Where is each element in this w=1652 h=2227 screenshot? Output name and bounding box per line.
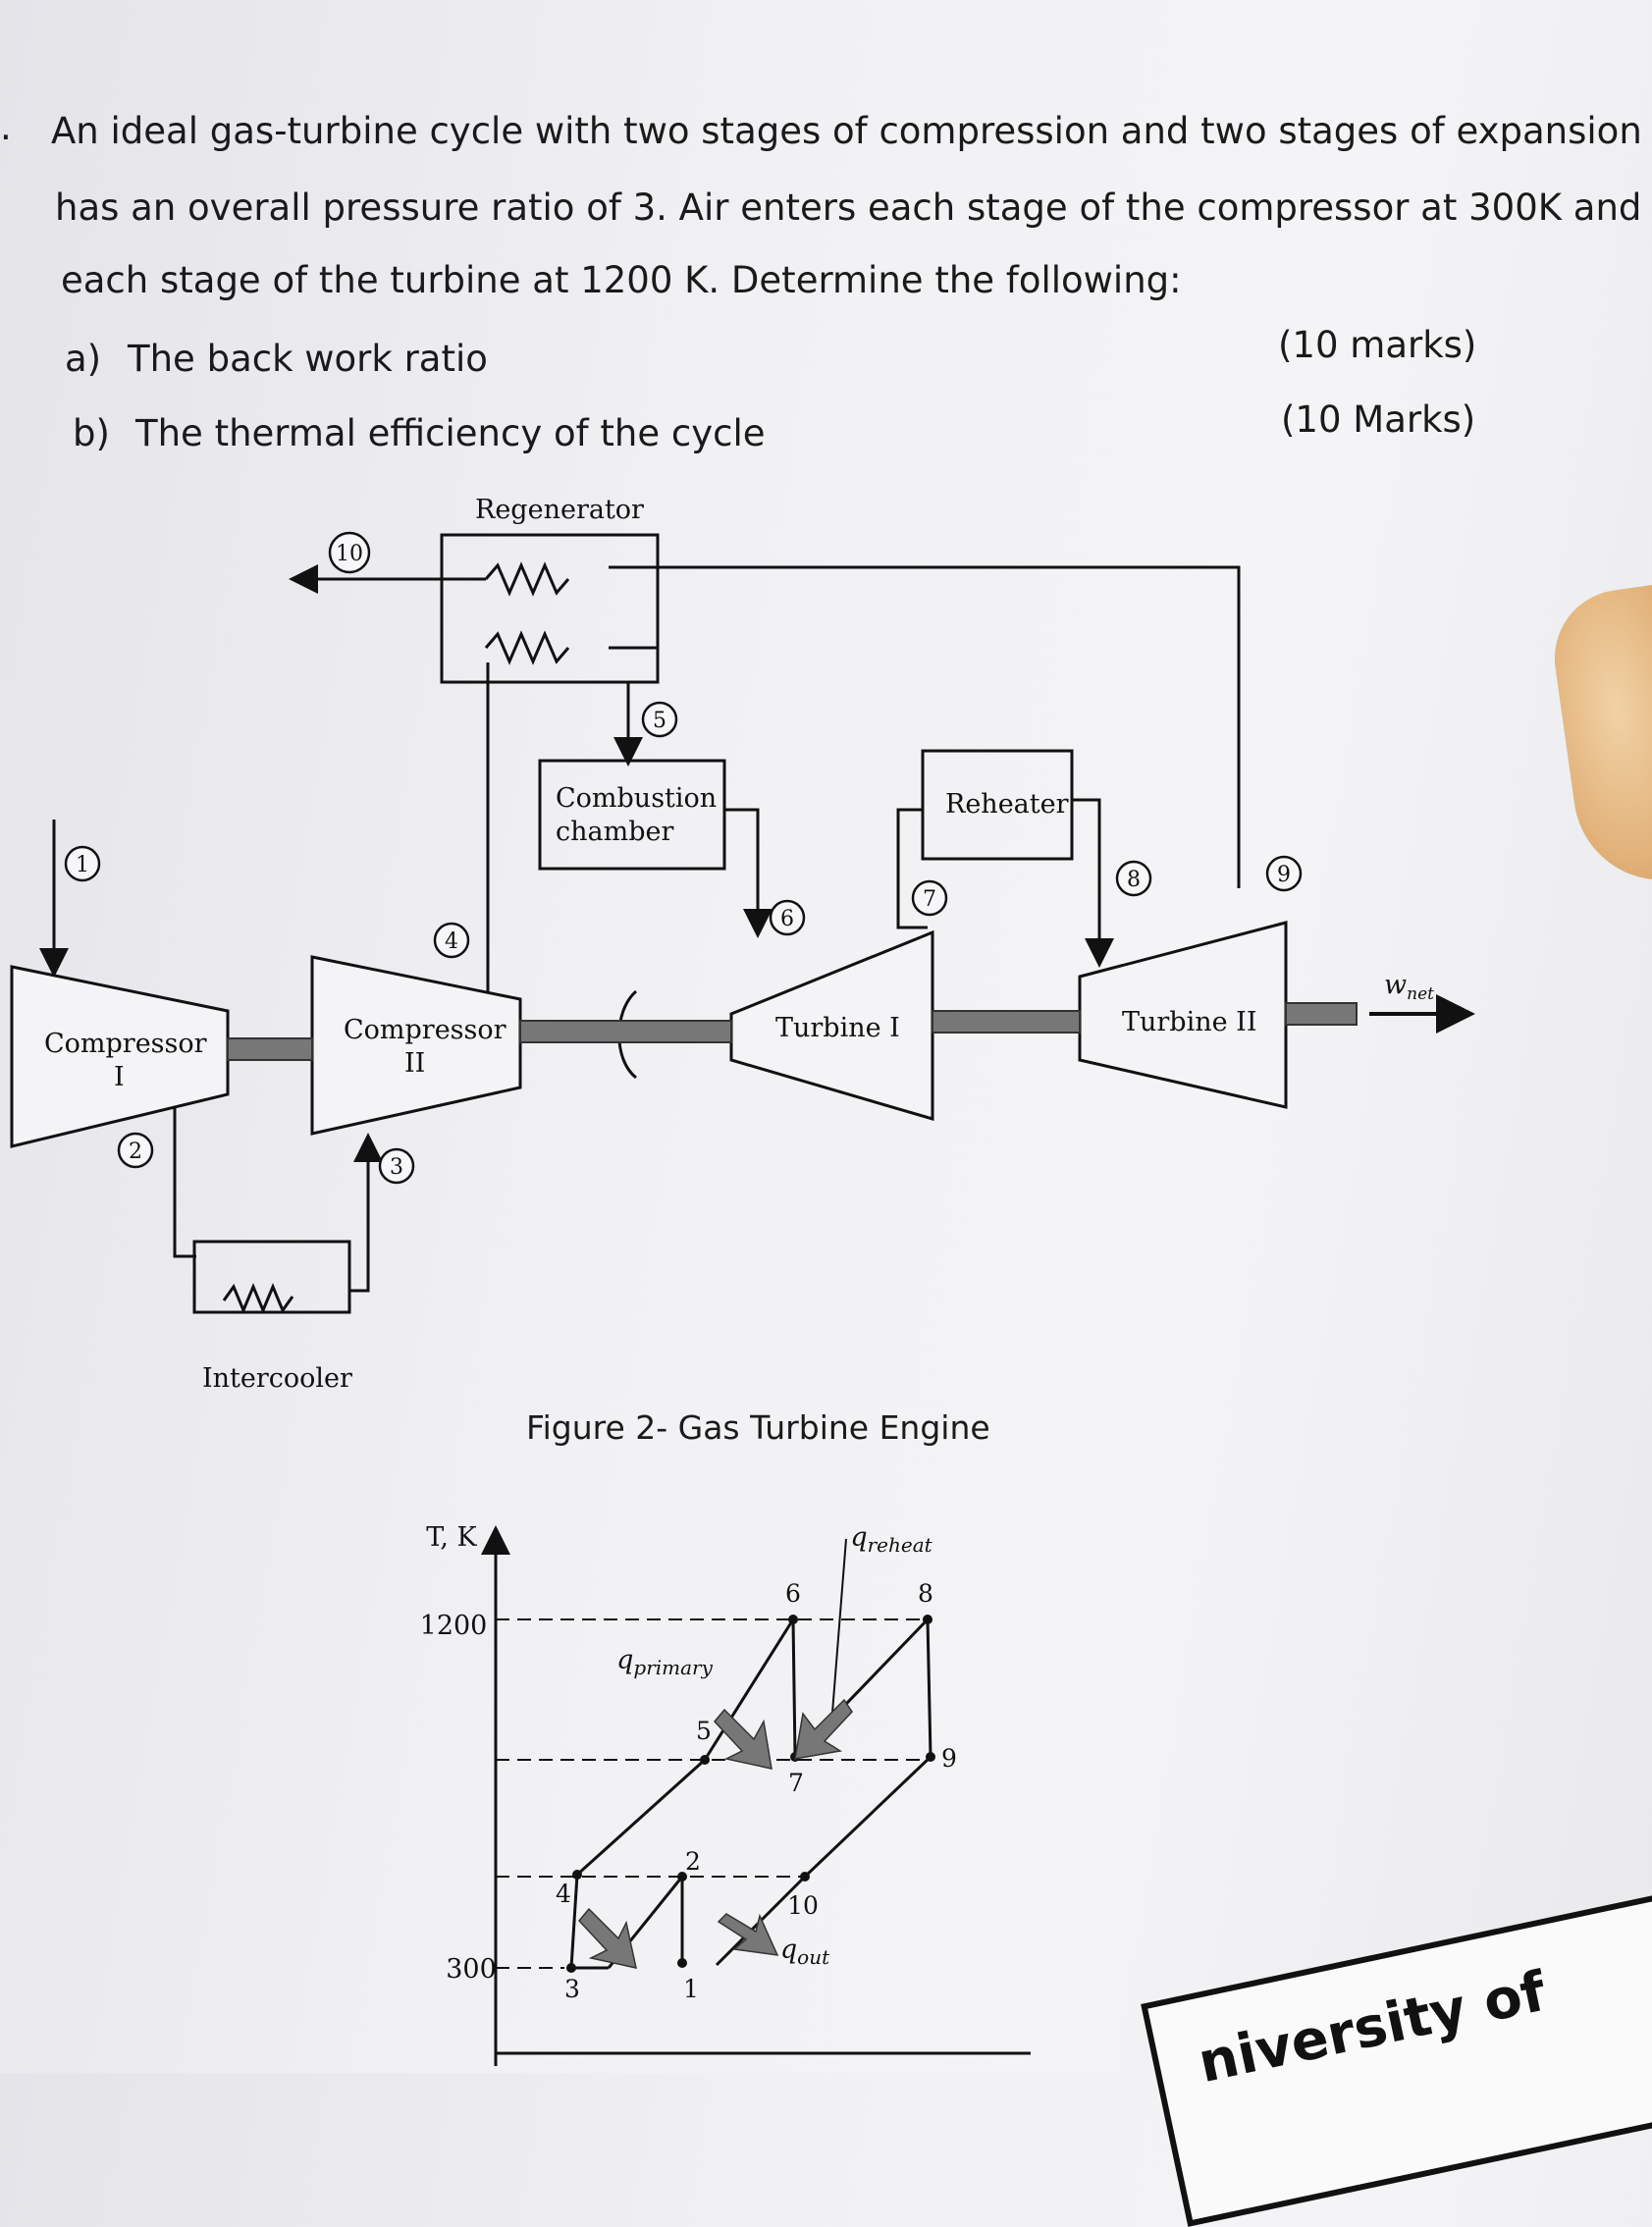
ts-point-5: 5 (696, 1717, 712, 1745)
intercooler-coil (222, 1283, 294, 1314)
compressor-2-shape (310, 955, 522, 1136)
intercooler-box (192, 1240, 351, 1314)
ts-point-4: 4 (556, 1880, 571, 1908)
line-state-2 (173, 1089, 196, 1258)
part-a-label: a) (65, 338, 102, 380)
state-1-label: 1 (76, 853, 89, 877)
ts-point-2: 2 (685, 1847, 701, 1876)
line-state-8 (1072, 798, 1114, 968)
question-line-1: An ideal gas-turbine cycle with two stag… (51, 110, 1642, 152)
gas-turbine-schematic: 10 5 1 4 6 7 8 9 2 3 Regenerator Combust… (10, 495, 1475, 1394)
state-5-label: 5 (653, 709, 666, 733)
part-b-marks: (10 Marks) (1281, 398, 1476, 441)
process-3-4 (569, 1874, 579, 1969)
state-8-label: 8 (1127, 868, 1141, 892)
t-axis-label: T, K (426, 1522, 477, 1553)
q-out-label: qout (780, 1935, 830, 1969)
ts-point-1: 1 (683, 1975, 699, 2003)
line-state-3 (349, 1133, 383, 1293)
combustion-label-1: Combustion (556, 783, 717, 814)
part-a-marks: (10 marks) (1278, 324, 1477, 366)
reheater-label: Reheater (945, 789, 1069, 820)
turbine-1-label: Turbine I (775, 1013, 900, 1043)
state-1-circle (64, 845, 101, 882)
process-10-1 (715, 1875, 807, 1967)
wnet-label: wnet (1384, 970, 1434, 1004)
question-number: . (0, 106, 12, 148)
combustion-label-2: chamber (556, 817, 673, 847)
question-line-2: has an overall pressure ratio of 3. Air … (55, 186, 1642, 229)
reheater-box (921, 749, 1074, 861)
ts-point-10: 10 (787, 1891, 819, 1920)
q-reheat-leader (831, 1538, 847, 1714)
combustion-chamber-box (538, 759, 726, 871)
shaft-3 (932, 1010, 1081, 1034)
state-3-circle (378, 1147, 415, 1185)
question-line-3: each stage of the turbine at 1200 K. Det… (61, 259, 1182, 301)
q-reheat-label: qreheat (850, 1522, 933, 1557)
ts-point-9: 9 (941, 1744, 957, 1773)
state-4-circle (433, 922, 470, 959)
process-4-5 (575, 1758, 707, 1877)
compressor-1-shape (10, 965, 230, 1148)
shaft-2 (519, 1020, 732, 1043)
regenerator-coil-bottom (484, 630, 570, 665)
compressor-1-label-2: I (114, 1062, 125, 1092)
university-stamp: niversity of (1141, 1887, 1652, 2227)
part-b-text: The thermal efficiency of the cycle (135, 412, 766, 454)
part-b-label: b) (73, 412, 110, 454)
figure-caption: Figure 2- Gas Turbine Engine (526, 1408, 990, 1447)
shaft-4 (1285, 1002, 1358, 1026)
state-2-circle (117, 1132, 154, 1169)
process-5-6 (703, 1618, 795, 1761)
state-6-circle (769, 899, 806, 936)
compressor-2-label-2: II (404, 1048, 425, 1079)
heat-arrow-reheat (794, 1698, 853, 1760)
q-primary-label: qprimary (616, 1645, 714, 1679)
process-7-8 (793, 1617, 930, 1759)
state-4-label: 4 (445, 929, 458, 954)
turbine-1-shape (729, 929, 934, 1122)
state-8-circle (1115, 860, 1152, 897)
state-6-label: 6 (780, 907, 794, 931)
regenerator-label: Regenerator (475, 495, 644, 525)
process-2-3 (607, 1876, 684, 1969)
ts-point-6: 6 (785, 1579, 801, 1608)
state-9-circle (1265, 855, 1303, 892)
part-a-text: The back work ratio (128, 338, 488, 380)
regenerator-coil-top (484, 561, 570, 597)
heat-arrow-primary (714, 1708, 773, 1770)
heat-arrow-out (717, 1913, 779, 1956)
regenerator-box (440, 533, 660, 684)
state-7-label: 7 (923, 887, 936, 912)
ts-point-7: 7 (788, 1769, 804, 1797)
state-2-label: 2 (129, 1140, 142, 1164)
tick-300: 300 (446, 1954, 497, 1985)
line-state-7 (896, 808, 928, 929)
state-9-label: 9 (1277, 863, 1291, 887)
ts-point-3: 3 (564, 1975, 580, 2003)
state-7-circle (911, 879, 948, 917)
stamp-text: niversity of (1193, 1959, 1552, 2096)
intercooler-label: Intercooler (202, 1363, 352, 1394)
process-6-7 (791, 1618, 797, 1758)
state-10-label: 10 (336, 542, 363, 566)
state-10-circle (328, 531, 371, 574)
tick-1200: 1200 (420, 1611, 488, 1641)
turbine-2-label: Turbine II (1122, 1007, 1257, 1037)
line-state-6 (724, 808, 773, 938)
state-5-circle (641, 701, 678, 738)
heat-arrow-intercool (578, 1907, 637, 1969)
regen-cold-outlet-right (609, 646, 660, 682)
compressor-2-label-1: Compressor (344, 1015, 506, 1045)
state-3-label: 3 (390, 1155, 403, 1180)
process-8-9 (926, 1618, 933, 1758)
shaft-1 (227, 1037, 313, 1061)
hot-gas-line (609, 565, 1241, 888)
process-9-10 (803, 1755, 933, 1879)
compressor-1-label-1: Compressor (44, 1029, 207, 1059)
ts-point-8: 8 (918, 1579, 933, 1608)
